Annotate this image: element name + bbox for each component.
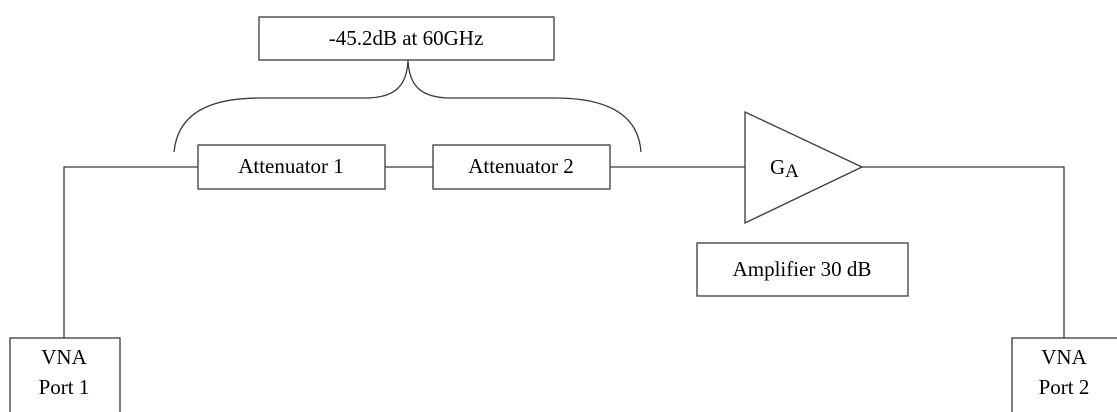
vna-port-2-line2: Port 2 xyxy=(1039,375,1090,399)
wire-amplifier-to-port2 xyxy=(862,166,1065,338)
loss-annotation-box xyxy=(258,16,555,61)
attenuator-1: Attenuator 1 xyxy=(197,144,386,190)
amplifier-triangle-icon xyxy=(744,110,864,225)
attenuator-1-label: Attenuator 1 xyxy=(238,154,344,178)
vna-port-1-line2: Port 1 xyxy=(39,375,90,399)
attenuator-1-box xyxy=(197,144,386,190)
attenuator-group-brace xyxy=(173,59,642,153)
wire-port1-to-attenuator1 xyxy=(63,166,198,338)
amplifier-label-box xyxy=(696,242,909,297)
attenuator-2: Attenuator 2 xyxy=(432,144,611,190)
vna-port-1-box xyxy=(9,337,121,412)
amplifier-label: Amplifier 30 dB xyxy=(696,242,909,297)
vna-port-2-box xyxy=(1011,337,1117,412)
loss-annotation-text: -45.2dB at 60GHz xyxy=(329,26,484,50)
amplifier-label-text: Amplifier 30 dB xyxy=(733,257,872,281)
loss-annotation: -45.2dB at 60GHz xyxy=(258,16,555,61)
vna-port-1-line1: VNA xyxy=(41,345,87,369)
attenuator-2-box xyxy=(432,144,611,190)
attenuator-2-label: Attenuator 2 xyxy=(468,154,574,178)
amplifier: GA xyxy=(744,110,864,225)
amplifier-symbol-subscript: A xyxy=(785,161,799,182)
vna-port-1: VNA Port 1 xyxy=(9,337,121,412)
amplifier-symbol: GA xyxy=(770,155,799,182)
vna-port-2: VNA Port 2 xyxy=(1011,337,1117,412)
amplifier-symbol-main: G xyxy=(770,155,785,179)
vna-port-2-line1: VNA xyxy=(1041,345,1087,369)
